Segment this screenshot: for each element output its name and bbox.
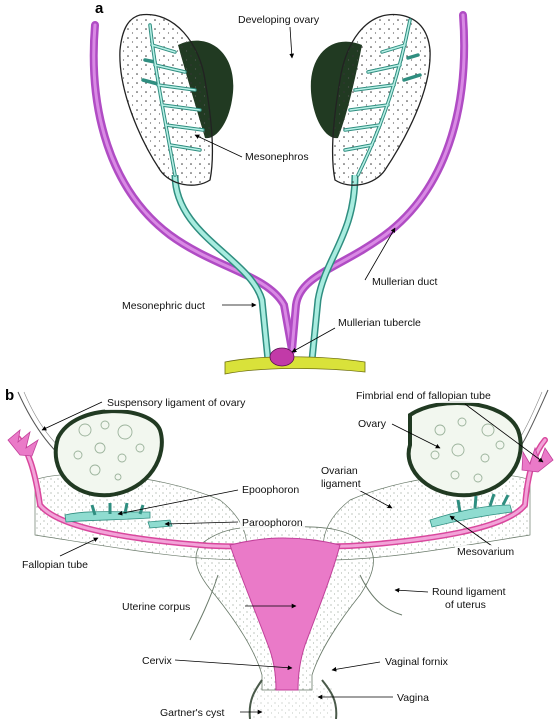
mullerian-tubercle <box>269 347 295 367</box>
leader-epoophoron <box>117 489 239 516</box>
round-ligament-left <box>189 574 219 641</box>
leader-cervix <box>174 659 293 671</box>
label-fimbrial-end: Fimbrial end of fallopian tube <box>354 389 493 403</box>
ovary-right <box>406 401 523 498</box>
label-cervix: Cervix <box>140 654 174 668</box>
round-ligament-right <box>359 574 403 616</box>
panel-a-letter: a <box>95 0 104 17</box>
epoophoron-right <box>429 504 513 528</box>
mesonephros-right <box>331 13 431 186</box>
label-suspensory-ligament: Suspensory ligament of ovary <box>105 396 248 410</box>
leader-mullerian-tubercle <box>291 327 336 353</box>
label-mesovarium: Mesovarium <box>455 545 517 559</box>
panel-b-letter: b <box>5 387 15 404</box>
leader-vaginal-fornix <box>331 661 381 672</box>
label-fallopian-tube: Fallopian tube <box>20 558 90 572</box>
label-vagina: Vagina <box>395 691 431 705</box>
label-vaginal-fornix: Vaginal fornix <box>383 655 450 669</box>
leader-fimbrial-end <box>464 403 544 463</box>
ovary-left-follicles <box>73 420 145 481</box>
uterine-cavity <box>229 537 341 691</box>
label-mullerian-duct: Mullerian duct <box>370 275 440 289</box>
label-mesonephric-duct: Mesonephric duct <box>120 299 207 313</box>
leader-ovary <box>391 423 441 449</box>
label-mullerian-tubercle: Mullerian tubercle <box>336 316 423 330</box>
leader-developing-ovary <box>289 26 295 59</box>
label-ovarian-ligament-line2: ligament <box>319 477 363 491</box>
leader-suspensory-ligament <box>41 401 103 431</box>
epoophoron-right-tubules <box>456 493 510 513</box>
label-round-ligament-line1: Round ligament <box>430 585 508 599</box>
leader-paroophoron <box>164 521 239 527</box>
label-uterine-corpus: Uterine corpus <box>120 600 193 614</box>
ovary-right-follicles <box>430 417 505 483</box>
leader-ovarian-ligament <box>354 487 393 509</box>
leader-round-ligament <box>394 587 429 593</box>
label-ovary: Ovary <box>356 417 389 431</box>
mesonephros-left <box>119 13 214 186</box>
label-epoophoron: Epoophoron <box>240 483 302 497</box>
leader-fallopian-tube <box>59 537 99 557</box>
fimbriae-left <box>7 429 39 457</box>
leader-mesovarium <box>449 515 493 547</box>
label-gartners-cyst: Gartner's cyst <box>158 706 227 719</box>
leader-mesonephros <box>194 134 243 158</box>
urogenital-sinus-base <box>224 356 366 375</box>
label-mesonephros: Mesonephros <box>243 150 311 164</box>
label-ovarian-ligament-line1: Ovarian <box>319 464 360 478</box>
leader-mullerian-duct <box>364 227 396 281</box>
panel-a <box>89 11 469 375</box>
epoophoron-left <box>64 511 151 523</box>
label-developing-ovary: Developing ovary <box>236 13 322 27</box>
ovary-left <box>53 409 164 498</box>
panel-b <box>7 389 554 719</box>
fimbriae-right <box>521 446 554 473</box>
label-round-ligament-line2: of uterus <box>443 598 488 612</box>
label-paroophoron: Paroophoron <box>240 516 305 530</box>
